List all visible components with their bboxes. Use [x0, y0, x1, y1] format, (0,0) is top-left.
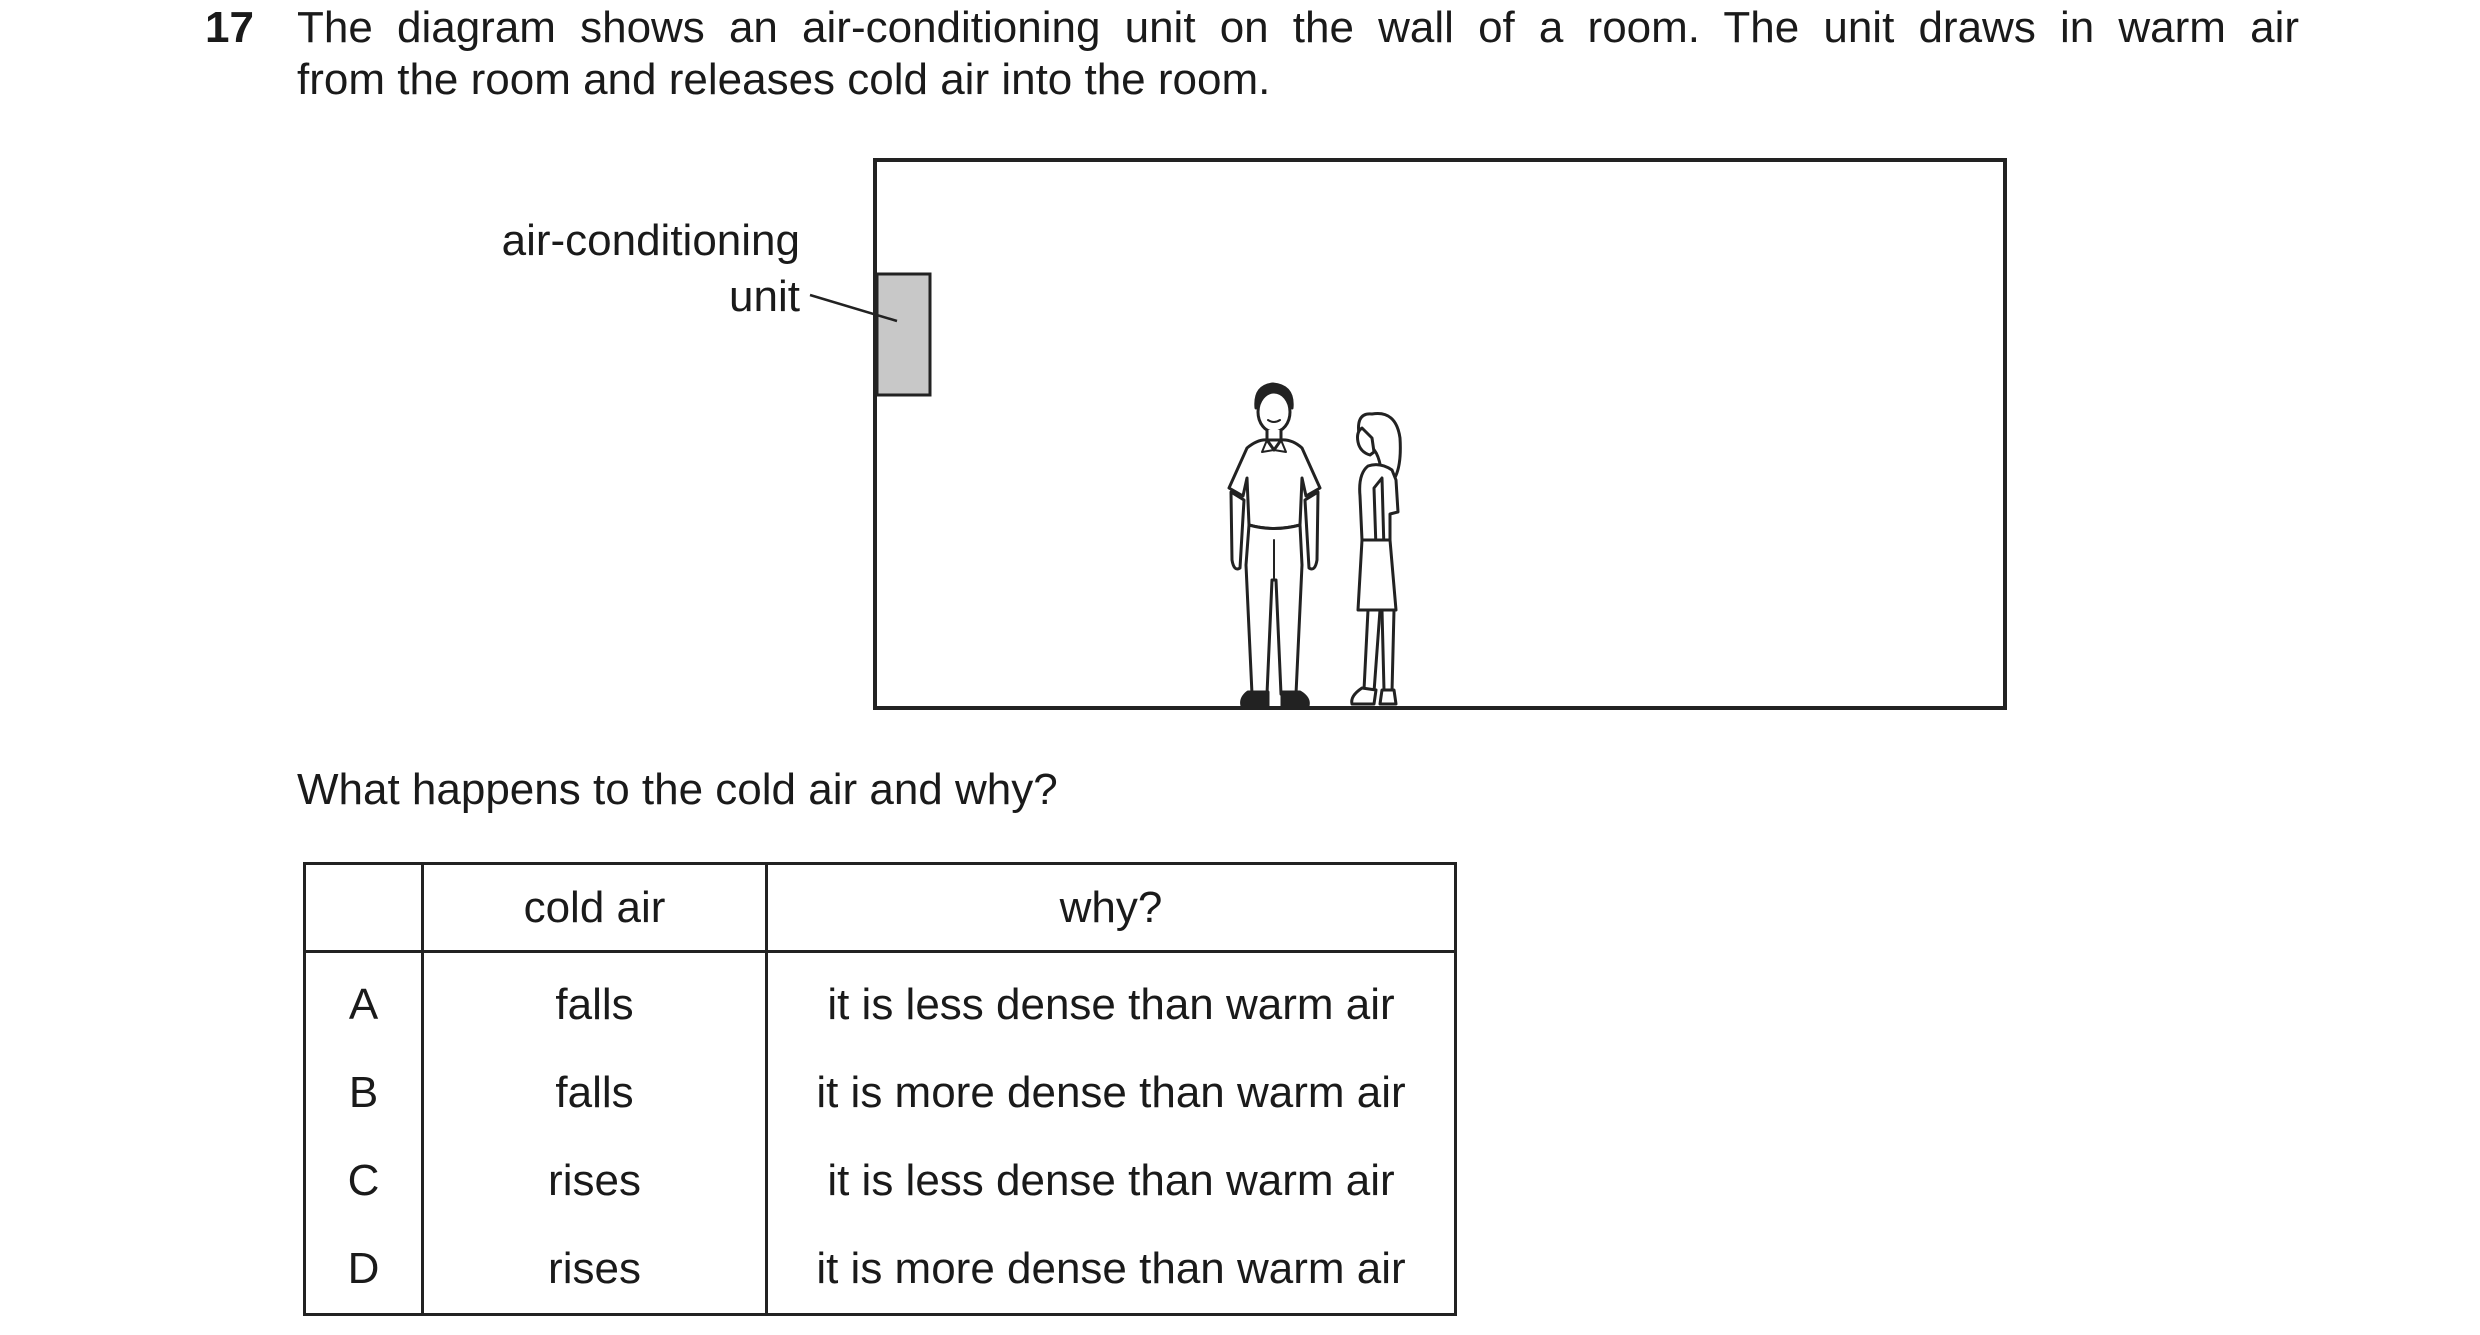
table-row: B falls it is more dense than warm air: [303, 1049, 1457, 1137]
option-cold-air: rises: [421, 1225, 768, 1316]
question-number: 17: [205, 3, 254, 52]
table-row: C rises it is less dense than warm air: [303, 1137, 1457, 1225]
question-text-line-1: The diagram shows an air-conditioning un…: [297, 3, 2299, 52]
header-key: [303, 862, 424, 953]
option-key: A: [303, 951, 424, 1049]
option-key: B: [303, 1049, 424, 1137]
table-row: A falls it is less dense than warm air: [303, 951, 1457, 1049]
header-cold-air: cold air: [421, 862, 768, 953]
woman-figure: [1350, 412, 1402, 706]
option-cold-air: falls: [421, 1049, 768, 1137]
option-cold-air: falls: [421, 951, 768, 1049]
air-conditioning-unit: [875, 272, 932, 397]
option-key: C: [303, 1137, 424, 1225]
man-figure: [1227, 382, 1322, 708]
table-row: D rises it is more dense than warm air: [303, 1225, 1457, 1316]
header-why: why?: [765, 862, 1457, 953]
option-why: it is less dense than warm air: [765, 1137, 1457, 1225]
question-text: The diagram shows an air-conditioning un…: [297, 2, 2299, 106]
unit-label-line-1: air-conditioning: [501, 216, 800, 265]
option-key: D: [303, 1225, 424, 1316]
question-text-line-2: from the room and releases cold air into…: [297, 55, 1271, 104]
option-why: it is more dense than warm air: [765, 1225, 1457, 1316]
option-cold-air: rises: [421, 1137, 768, 1225]
options-table: cold air why? A falls it is less dense t…: [303, 862, 1457, 1316]
room-outline: [873, 158, 2007, 710]
table-header-row: cold air why?: [303, 862, 1457, 953]
option-why: it is more dense than warm air: [765, 1049, 1457, 1137]
option-why: it is less dense than warm air: [765, 951, 1457, 1049]
question-prompt: What happens to the cold air and why?: [297, 765, 1058, 814]
label-leader-line: [809, 293, 898, 323]
unit-label-line-2: unit: [729, 272, 800, 321]
